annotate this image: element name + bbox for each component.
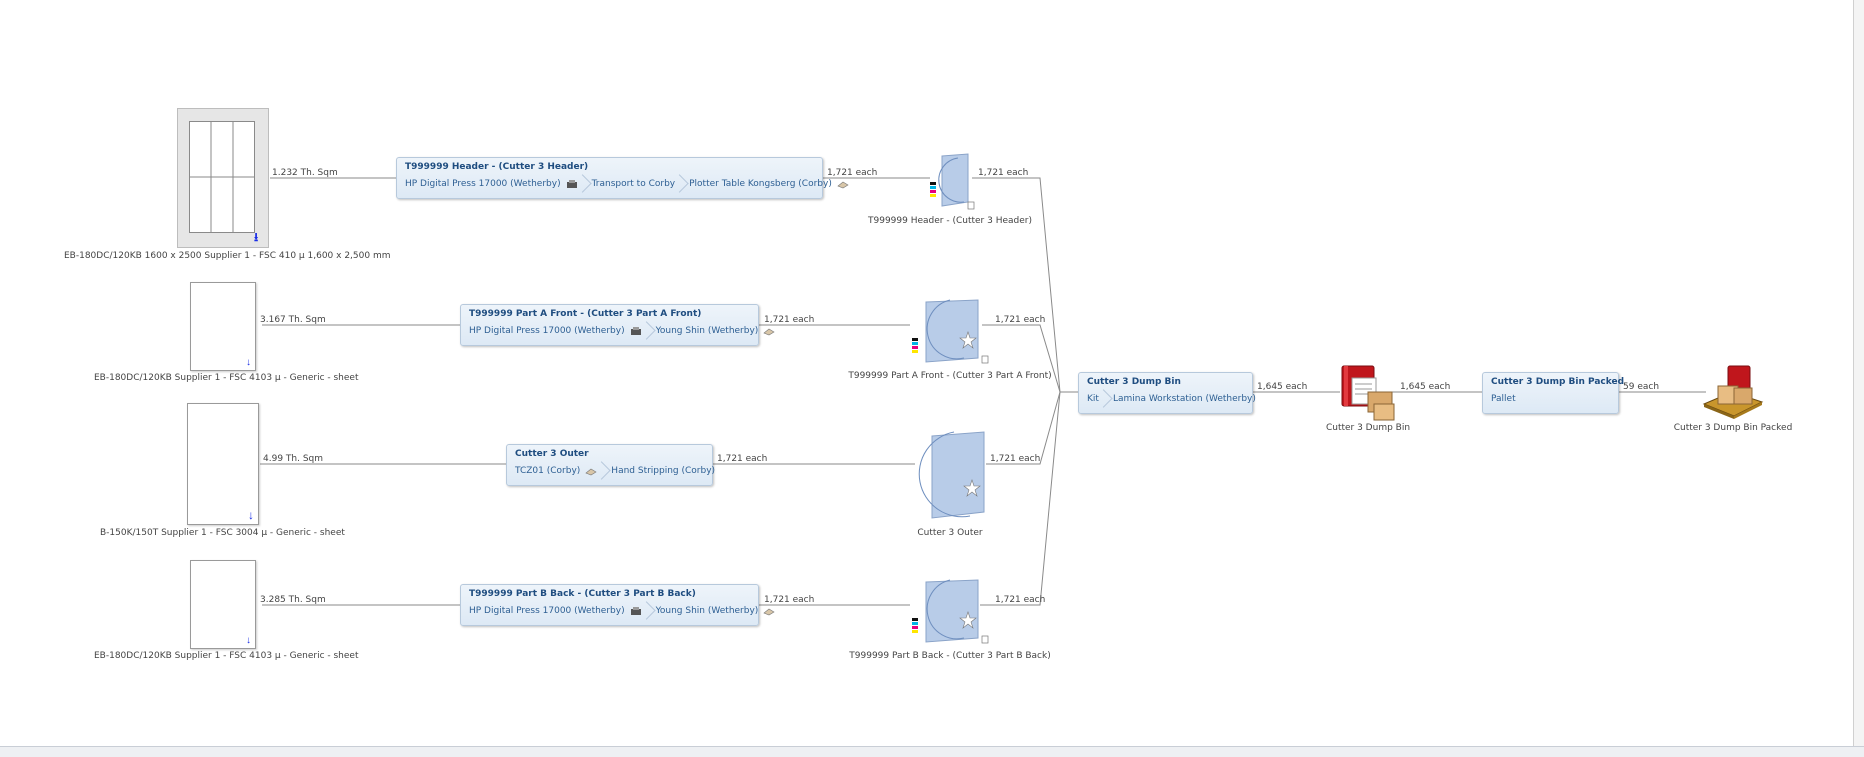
arrow-down-icon: ↓	[246, 635, 251, 646]
material-sheet-2[interactable]: ↓	[190, 282, 256, 371]
process-out-qty-4: 1,721 each	[764, 595, 815, 605]
material-caption-1: EB-180DC/120KB 1600 x 2500 Supplier 1 - …	[64, 251, 391, 261]
process-part-a-front[interactable]: T999999 Part A Front - (Cutter 3 Part A …	[460, 304, 775, 346]
process-part-b-back[interactable]: T999999 Part B Back - (Cutter 3 Part B B…	[460, 584, 775, 626]
part-qty-4: 1,721 each	[995, 595, 1046, 605]
process-title: T999999 Header - (Cutter 3 Header)	[405, 162, 589, 172]
material-caption-2: EB-180DC/120KB Supplier 1 - FSC 4103 µ -…	[94, 373, 359, 383]
bottom-status-bar	[0, 746, 1864, 757]
printer-icon	[630, 606, 641, 615]
material-qty-1: 1.232 Th. Sqm	[272, 168, 338, 178]
material-sheet-4[interactable]: ↓	[190, 560, 256, 649]
dump-bin-caption: Cutter 3 Dump Bin	[1325, 423, 1411, 433]
material-sheet-3[interactable]: ↓	[187, 403, 259, 525]
part-qty-3: 1,721 each	[990, 454, 1041, 464]
process-header[interactable]: T999999 Header - (Cutter 3 Header) HP Di…	[396, 157, 849, 199]
cutter-icon	[837, 181, 849, 188]
process-out-qty-1: 1,721 each	[827, 168, 878, 178]
cutter-icon	[763, 608, 775, 615]
cutter-icon	[585, 468, 597, 475]
printer-icon	[566, 179, 577, 188]
process-title: Cutter 3 Dump Bin Packed	[1491, 377, 1625, 387]
material-qty-4: 3.285 Th. Sqm	[260, 595, 326, 605]
step-hand-stripping[interactable]: Hand Stripping (Corby)	[611, 466, 716, 476]
step-young-shin[interactable]: Young Shin (Wetherby)	[648, 322, 782, 340]
process-title: T999999 Part B Back - (Cutter 3 Part B B…	[469, 589, 696, 599]
part-qty-2: 1,721 each	[995, 315, 1046, 325]
dump-bin-kit-icon[interactable]	[1338, 362, 1398, 422]
part-header-icon[interactable]	[928, 152, 976, 212]
material-board-1[interactable]: ⭳	[177, 108, 269, 248]
part-caption-1: T999999 Header - (Cutter 3 Header)	[868, 216, 1032, 226]
step-plotter-table[interactable]: Plotter Table Kongsberg (Corby)	[681, 175, 855, 193]
step-young-shin[interactable]: Young Shin (Wetherby)	[648, 602, 782, 620]
process-outer[interactable]: Cutter 3 Outer TCZ01 (Corby) Hand Stripp…	[506, 444, 715, 486]
arrow-down-icon: ⭳	[254, 230, 259, 244]
board-grid-icon	[189, 121, 255, 233]
step-hp-digital-press[interactable]: HP Digital Press 17000 (Wetherby)	[461, 322, 648, 340]
process-out-qty-2: 1,721 each	[764, 315, 815, 325]
step-kit[interactable]: Kit	[1079, 390, 1105, 408]
step-hp-digital-press[interactable]: HP Digital Press 17000 (Wetherby)	[461, 602, 648, 620]
dump-bin-out-qty: 1,645 each	[1257, 382, 1308, 392]
dump-bin-product-qty: 1,645 each	[1400, 382, 1451, 392]
process-title: Cutter 3 Dump Bin	[1087, 377, 1181, 387]
arrow-down-icon: ↓	[248, 508, 254, 522]
part-a-front-icon[interactable]	[906, 296, 990, 368]
process-out-qty-3: 1,721 each	[717, 454, 768, 464]
cutter-icon	[763, 328, 775, 335]
part-qty-1: 1,721 each	[978, 168, 1029, 178]
process-dump-bin-packed[interactable]: Cutter 3 Dump Bin Packed Pallet	[1482, 372, 1624, 414]
process-title: Cutter 3 Outer	[515, 449, 589, 459]
vertical-scrollbar[interactable]	[1853, 0, 1864, 746]
step-tcz01[interactable]: TCZ01 (Corby)	[507, 462, 603, 480]
step-pallet[interactable]: Pallet	[1491, 394, 1516, 404]
printer-icon	[630, 326, 641, 335]
step-lamina-workstation[interactable]: Lamina Workstation (Wetherby)	[1112, 394, 1256, 404]
part-b-back-icon[interactable]	[906, 576, 990, 648]
pallet-icon[interactable]	[1702, 362, 1764, 420]
part-caption-4: T999999 Part B Back - (Cutter 3 Part B B…	[849, 651, 1051, 661]
step-hp-digital-press[interactable]: HP Digital Press 17000 (Wetherby)	[397, 175, 584, 193]
material-caption-4: EB-180DC/120KB Supplier 1 - FSC 4103 µ -…	[94, 651, 359, 661]
process-dump-bin[interactable]: Cutter 3 Dump Bin Kit Lamina Workstation…	[1078, 372, 1256, 414]
packed-out-qty: 59 each	[1623, 382, 1660, 392]
part-caption-3: Cutter 3 Outer	[917, 528, 983, 538]
material-qty-3: 4.99 Th. Sqm	[263, 454, 324, 464]
packed-caption: Cutter 3 Dump Bin Packed	[1673, 423, 1793, 433]
part-caption-2: T999999 Part A Front - (Cutter 3 Part A …	[848, 371, 1052, 381]
arrow-down-icon: ↓	[246, 357, 251, 368]
process-title: T999999 Part A Front - (Cutter 3 Part A …	[469, 309, 702, 319]
material-caption-3: B-150K/150T Supplier 1 - FSC 3004 µ - Ge…	[100, 528, 345, 538]
step-transport[interactable]: Transport to Corby	[584, 175, 682, 193]
part-outer-icon[interactable]	[914, 428, 988, 524]
material-qty-2: 3.167 Th. Sqm	[260, 315, 326, 325]
